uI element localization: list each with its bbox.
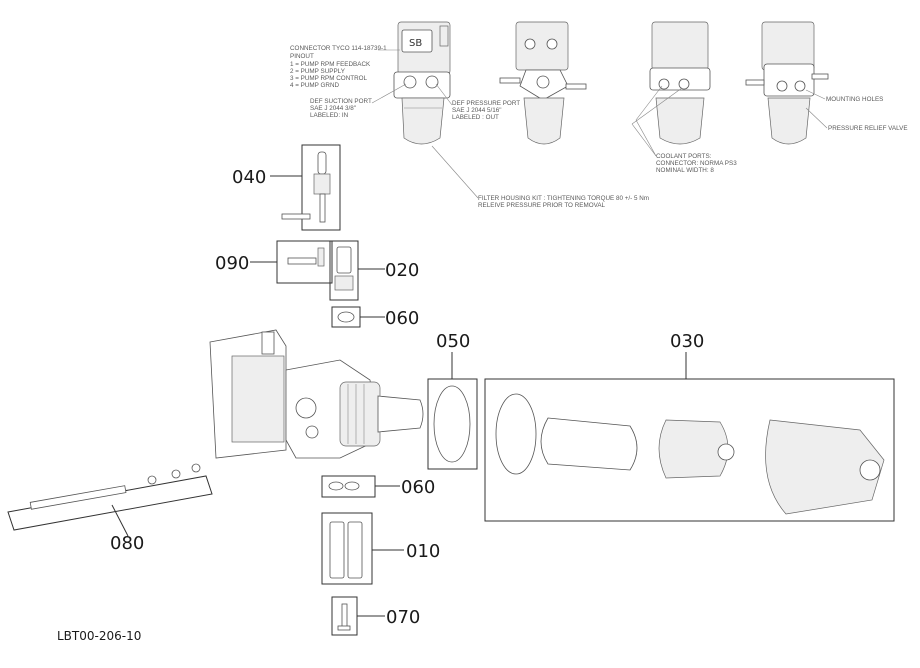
callout-080: 080 [110, 533, 144, 554]
note-pressure-port: DEF PRESSURE PORT SAE J 2044 5/16" LABEL… [435, 83, 520, 121]
pump-view-back [649, 21, 711, 145]
part-060-upper-group: 060 [331, 306, 419, 329]
svg-text:RELEIVE PRESSURE PRIOR TO REMO: RELEIVE PRESSURE PRIOR TO REMOVAL [478, 202, 606, 209]
part-030-group: 030 [484, 331, 895, 522]
callout-060-lower: 060 [401, 477, 435, 498]
svg-text:4 = PUMP GRND: 4 = PUMP GRND [290, 82, 339, 89]
callout-040: 040 [232, 167, 266, 188]
callout-030: 030 [670, 331, 704, 352]
callout-020: 020 [385, 260, 419, 281]
svg-text:1 = PUMP RPM FEEDBACK: 1 = PUMP RPM FEEDBACK [290, 61, 371, 68]
svg-text:LABELED : OUT: LABELED : OUT [452, 114, 499, 121]
svg-text:DEF SUCTION PORT: DEF SUCTION PORT [310, 98, 372, 105]
svg-text:LABELED: IN: LABELED: IN [310, 112, 349, 119]
part-010-group: 010 [321, 512, 440, 585]
svg-text:SAE J 2044 5/16": SAE J 2044 5/16" [452, 107, 502, 114]
svg-text:MOUNTING HOLES: MOUNTING HOLES [826, 96, 883, 103]
note-connector: CONNECTOR TYCO 114-18739-1 PINOUT 1 = PU… [290, 45, 400, 89]
svg-text:CONNECTOR TYCO 114-18739-1: CONNECTOR TYCO 114-18739-1 [290, 45, 387, 52]
callout-070: 070 [386, 607, 420, 628]
svg-text:SAE J 2044 3/8": SAE J 2044 3/8" [310, 105, 356, 112]
svg-text:CONNECTOR: NORMA PS3: CONNECTOR: NORMA PS3 [656, 160, 737, 167]
part-090-group: 090 [215, 240, 333, 284]
part-040-group: 040 [232, 144, 341, 231]
note-filter-housing: FILTER HOUSING KIT : TIGHTENING TORQUE 8… [431, 145, 649, 209]
svg-text:NOMINAL WIDTH: 8: NOMINAL WIDTH: 8 [656, 167, 714, 174]
svg-text:COOLANT PORTS:: COOLANT PORTS: [656, 153, 712, 160]
callout-060-upper: 060 [385, 308, 419, 329]
callout-050: 050 [436, 331, 470, 352]
part-020-group: 020 [329, 240, 419, 301]
svg-text:2 = PUMP SUPPLY: 2 = PUMP SUPPLY [290, 68, 346, 75]
note-coolant-ports: COOLANT PORTS: CONNECTOR: NORMA PS3 NOMI… [631, 85, 737, 174]
part-070-group: 070 [331, 596, 420, 636]
callout-010: 010 [406, 541, 440, 562]
pump-view-front: SB [393, 21, 451, 145]
note-suction-port: DEF SUCTION PORT SAE J 2044 3/8" LABELED… [310, 83, 407, 119]
part-050-group: 050 [427, 331, 478, 470]
note-mounting-holes: MOUNTING HOLES [805, 89, 883, 103]
svg-text:3 = PUMP RPM CONTROL: 3 = PUMP RPM CONTROL [290, 75, 368, 82]
pump-view-rear-side [745, 21, 829, 145]
pump-main-body [209, 329, 424, 459]
pump-view-side [499, 21, 587, 145]
svg-text:PINOUT: PINOUT [290, 53, 314, 60]
note-pressure-relief: PRESSURE RELIEF VALVE [805, 107, 908, 132]
svg-text:DEF PRESSURE PORT: DEF PRESSURE PORT [452, 100, 520, 107]
callout-090: 090 [215, 253, 249, 274]
svg-text:SB: SB [409, 38, 422, 49]
part-080-group: 080 [7, 463, 213, 554]
part-060-lower-group: 060 [321, 475, 435, 498]
document-id: LBT00-206-10 [57, 629, 141, 643]
svg-text:PRESSURE RELIEF VALVE: PRESSURE RELIEF VALVE [828, 125, 908, 132]
svg-text:FILTER HOUSING KIT : TIGHTENIN: FILTER HOUSING KIT : TIGHTENING TORQUE 8… [478, 195, 649, 202]
